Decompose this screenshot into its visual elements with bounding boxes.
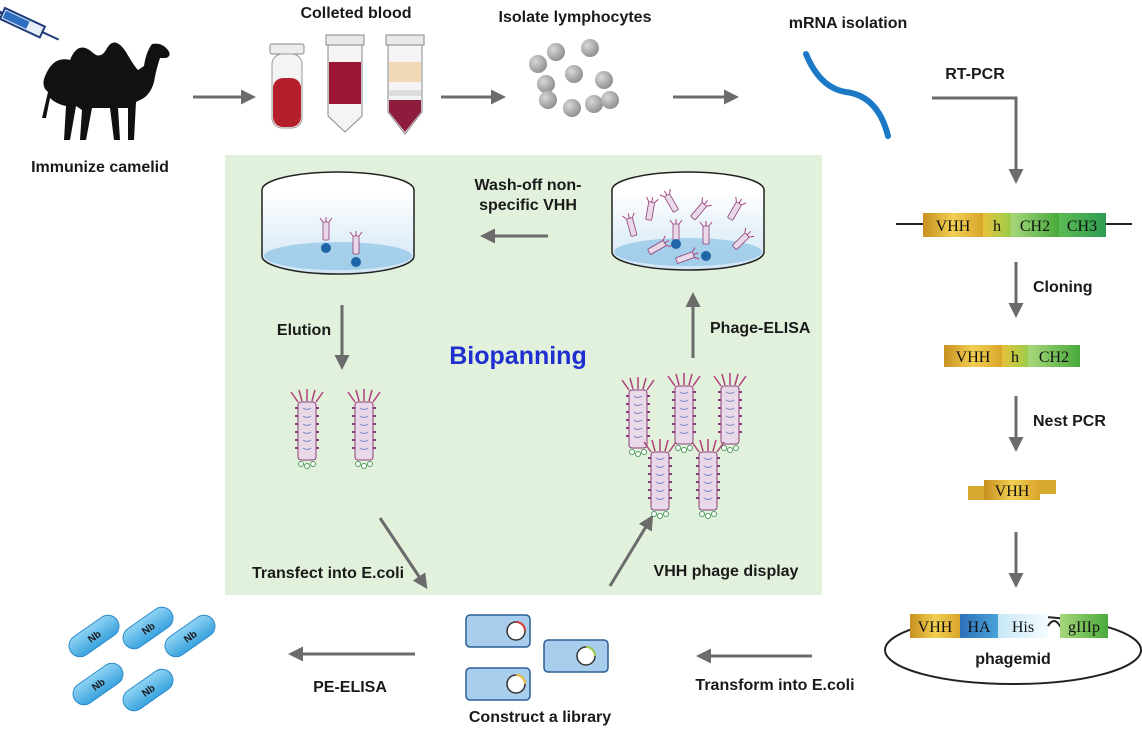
biopanning-title: Biopanning	[449, 342, 586, 370]
nest-pcr-label: Nest PCR	[1033, 413, 1106, 430]
syringe-icon	[0, 6, 60, 41]
gene-mid-vhh: VHH	[956, 349, 991, 366]
gene-full: VHH h CH2 CH3	[896, 213, 1132, 237]
gene-vhh: VHH	[968, 480, 1056, 500]
phagemid-vhh: VHH	[918, 619, 953, 636]
arrow-phage-display	[608, 514, 654, 587]
construct-label: Construct a library	[469, 709, 611, 726]
mrna-strand-icon	[803, 51, 891, 139]
camel-icon	[42, 42, 170, 140]
gene-vhh-label: VHH	[995, 483, 1030, 500]
wash-label-line2: specific VHH	[479, 197, 577, 214]
gene-seg-ch3: CH3	[1067, 218, 1097, 235]
phagemid: VHH HA His gIIIp phagemid	[884, 614, 1142, 685]
gene-mid-ch2: CH2	[1039, 349, 1069, 366]
transform-label: Transform into E.coli	[695, 677, 854, 694]
phagemid-giiip: gIIIp	[1068, 619, 1100, 636]
gene-seg-vhh: VHH	[936, 218, 971, 235]
phagemid-label: phagemid	[975, 651, 1051, 668]
immunize-label: Immunize camelid	[31, 159, 169, 176]
arrow-rtpcr	[932, 96, 1024, 184]
dish-wash-icon	[611, 171, 765, 271]
nanobodies-icon: Nb Nb Nb Nb Nb	[68, 606, 216, 712]
centrifuge-tube-icon	[325, 34, 365, 133]
pe-elisa-label: PE-ELISA	[313, 679, 387, 696]
separated-tube-icon	[385, 34, 425, 135]
gene-seg-ch2: CH2	[1020, 218, 1050, 235]
lymphocytes-icon	[529, 39, 619, 117]
collected-blood-label: Colleted blood	[300, 5, 411, 22]
gene-mid-h: h	[1011, 349, 1019, 366]
dish-bound-icon	[261, 171, 415, 275]
rtpcr-label: RT-PCR	[945, 66, 1005, 83]
gene-seg-h: h	[993, 218, 1001, 235]
phagemid-his: His	[1012, 619, 1034, 636]
library-cells-icon	[465, 614, 609, 701]
gene-mid: VHH h CH2	[944, 345, 1080, 367]
vhh-display-label: VHH phage display	[654, 563, 799, 580]
mrna-label: mRNA isolation	[789, 15, 908, 32]
elution-label: Elution	[277, 322, 331, 339]
cloning-label: Cloning	[1033, 279, 1093, 296]
wash-label-line1: Wash-off non-	[475, 177, 582, 194]
isolate-label: Isolate lymphocytes	[499, 9, 652, 26]
blood-tube-icon	[269, 43, 305, 129]
phage-elisa-label: Phage-ELISA	[710, 320, 811, 337]
transfect-label: Transfect into E.coli	[252, 565, 404, 582]
arrow-transfect	[378, 517, 428, 589]
phagemid-ha: HA	[967, 619, 991, 636]
